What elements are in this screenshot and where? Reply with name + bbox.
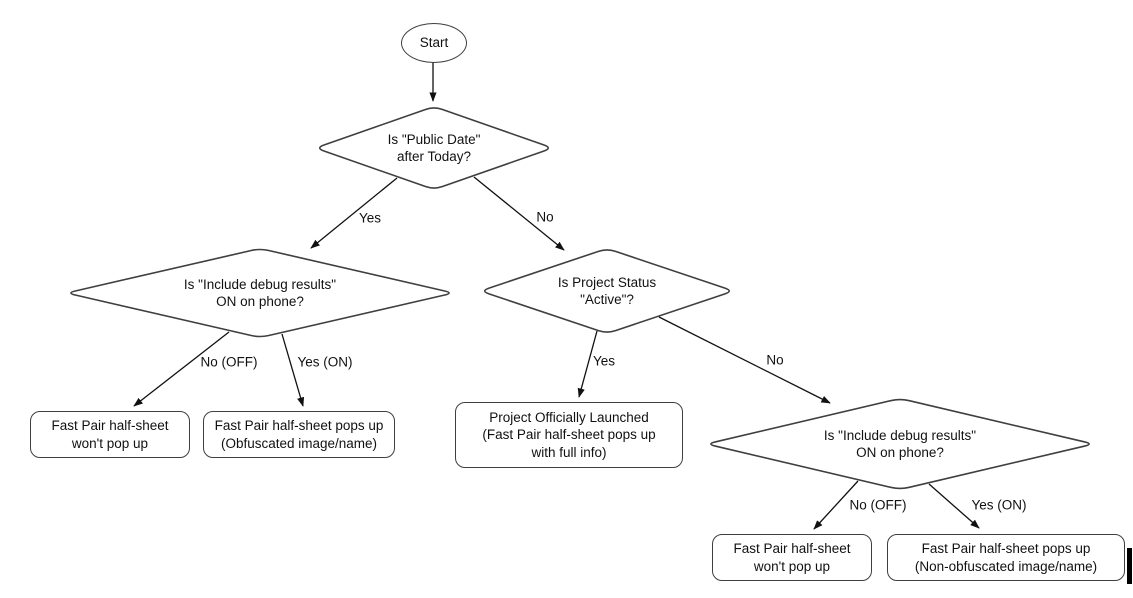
result-launched-line1: Project Officially Launched xyxy=(489,410,649,426)
edge-debug-left-yes xyxy=(281,333,305,407)
result-no-popup-left-line2: won't pop up xyxy=(71,435,149,451)
result-no-popup-left: Fast Pair half-sheet won't pop up xyxy=(30,411,190,458)
decision-public-date-line2: after Today? xyxy=(396,149,472,164)
edge-public-date-yes xyxy=(310,177,398,249)
result-no-popup-right-line1: Fast Pair half-sheet xyxy=(733,541,851,557)
decision-public-date: Is "Public Date" after Today? xyxy=(314,105,554,191)
decision-debug-left-line1: Is "Include debug results" xyxy=(183,276,337,292)
decision-debug-right: Is "Include debug results" ON on phone? xyxy=(705,397,1095,491)
decision-status-line2: "Active"? xyxy=(580,292,634,307)
diamond-shape xyxy=(318,107,550,189)
decision-public-date-line1: Is "Public Date" xyxy=(387,131,481,147)
decision-debug-right-line1: Is "Include debug results" xyxy=(823,427,977,443)
edge-label-debug-right-no: No (OFF) xyxy=(849,497,907,513)
decision-status: Is Project Status "Active"? xyxy=(479,247,735,335)
text-cursor-artifact xyxy=(1127,548,1132,584)
diamond-shape xyxy=(710,398,1090,490)
decision-debug-right-line2: ON on phone? xyxy=(856,445,944,460)
edge-public-date-no xyxy=(473,176,565,251)
result-launched-line2: (Fast Pair half-sheet pops up xyxy=(482,427,656,443)
result-launched-line3: with full info) xyxy=(531,444,607,460)
result-obfuscated: Fast Pair half-sheet pops up (Obfuscated… xyxy=(203,411,395,458)
edge-label-debug-left-yes: Yes (ON) xyxy=(297,354,353,370)
result-obfuscated-line1: Fast Pair half-sheet pops up xyxy=(214,418,384,434)
edge-label-status-no: No xyxy=(766,352,784,368)
decision-status-line1: Is Project Status xyxy=(557,274,657,290)
edge-label-public-date-yes: Yes xyxy=(358,210,382,226)
edge-status-yes xyxy=(577,330,598,398)
start-label: Start xyxy=(419,35,449,51)
result-launched: Project Officially Launched (Fast Pair h… xyxy=(455,402,683,468)
start-node: Start xyxy=(401,23,467,63)
result-non-obfuscated: Fast Pair half-sheet pops up (Non-obfusc… xyxy=(887,534,1125,581)
edge-debug-right-no xyxy=(813,480,859,530)
edge-debug-right-yes xyxy=(928,483,980,529)
result-obfuscated-line2: (Obfuscated image/name) xyxy=(220,435,378,451)
result-no-popup-left-line1: Fast Pair half-sheet xyxy=(51,418,169,434)
edge-debug-left-no xyxy=(133,331,230,407)
edge-label-debug-left-no: No (OFF) xyxy=(200,354,258,370)
diamond-shape xyxy=(70,248,450,338)
result-non-obfuscated-line2: (Non-obfuscated image/name) xyxy=(914,558,1098,574)
edge-label-debug-right-yes: Yes (ON) xyxy=(971,497,1027,513)
edge-status-no xyxy=(658,316,831,404)
edge-label-public-date-no: No xyxy=(536,209,554,225)
edge-label-status-yes: Yes xyxy=(592,353,616,369)
result-no-popup-right-line2: won't pop up xyxy=(753,558,831,574)
result-non-obfuscated-line1: Fast Pair half-sheet pops up xyxy=(921,541,1091,557)
decision-debug-left: Is "Include debug results" ON on phone? xyxy=(65,247,455,339)
diamond-shape xyxy=(483,249,731,333)
result-no-popup-right: Fast Pair half-sheet won't pop up xyxy=(712,534,872,581)
decision-debug-left-line2: ON on phone? xyxy=(216,294,304,309)
